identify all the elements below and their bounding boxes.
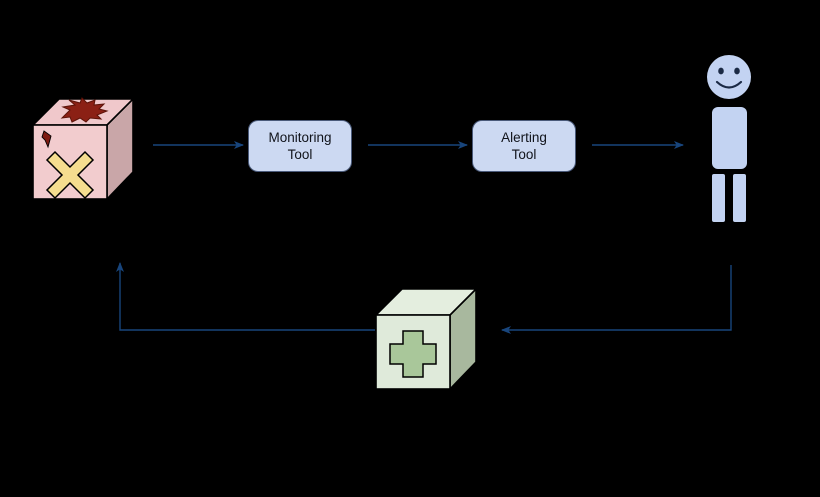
person-left-leg: [712, 174, 725, 222]
person-torso: [712, 107, 747, 169]
person-head: [707, 55, 751, 99]
monitoring-tool-box[interactable]: Monitoring Tool: [248, 120, 352, 172]
crack-mark-icon: [41, 130, 52, 149]
alerting-tool-box[interactable]: Alerting Tool: [472, 120, 576, 172]
healthy-server-plus-icon: [389, 330, 437, 378]
alerting-tool-label: Alerting Tool: [501, 129, 547, 162]
failed-server-x-icon: [45, 150, 95, 200]
failed-server-cube[interactable]: [31, 97, 135, 201]
healthy-server-cube[interactable]: [374, 287, 478, 391]
arrow-person-to-healthy-server: [501, 265, 732, 334]
monitoring-tool-label: Monitoring Tool: [268, 129, 332, 162]
arrow-healthy-server-to-failed-server: [116, 262, 375, 331]
person-left-eye-icon: [718, 67, 724, 75]
on-call-person[interactable]: [707, 55, 751, 222]
person-right-eye-icon: [734, 67, 740, 75]
person-smile-icon: [715, 80, 743, 89]
explosion-starburst-icon: [60, 97, 109, 123]
person-right-leg: [733, 174, 746, 222]
